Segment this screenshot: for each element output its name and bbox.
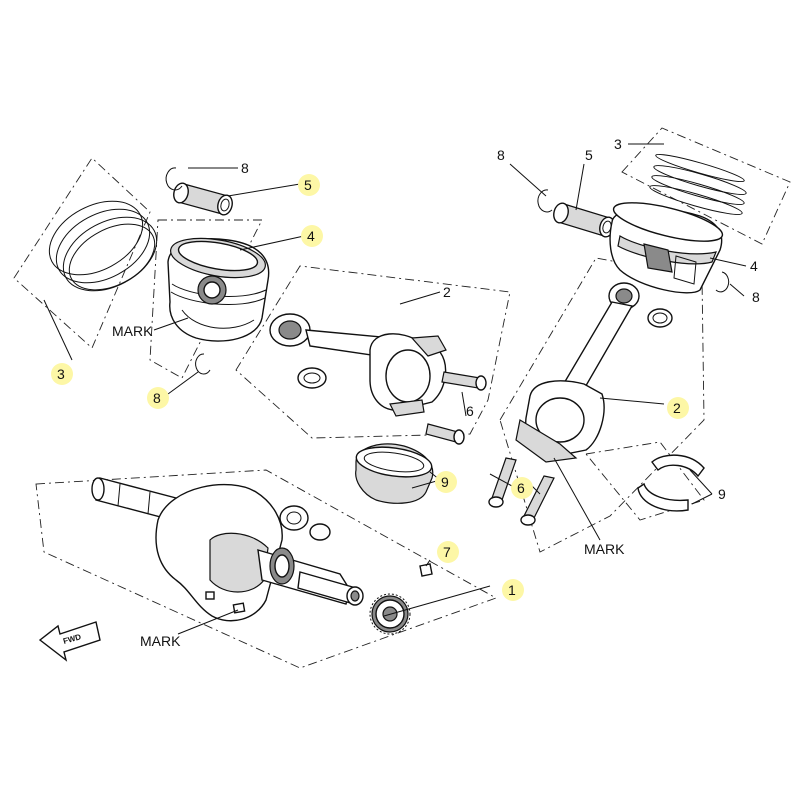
callout-right-piston: 4 (750, 258, 758, 274)
mark-label-piston: MARK (112, 323, 153, 339)
callout-right-bolts: 6 (517, 480, 525, 496)
group-box-left-piston (149, 219, 263, 379)
right-piston-ring-set[interactable] (648, 151, 748, 219)
right-circlip-left[interactable] (537, 189, 553, 213)
highlight-left-clip (147, 387, 169, 409)
callout-key: 7 (443, 544, 451, 560)
highlight-left-rings (51, 363, 73, 385)
highlight-key (437, 541, 459, 563)
callout-right-bearing: 9 (718, 486, 726, 502)
crank-timing-sprocket (269, 547, 295, 585)
callout-left-clip-top: 8 (241, 160, 249, 176)
left-piston-pin[interactable] (172, 182, 235, 217)
highlight-crankshaft (502, 579, 524, 601)
right-connecting-rod[interactable] (515, 282, 640, 463)
right-circlip-right[interactable] (715, 271, 730, 293)
callout-right-clip-2: 8 (752, 289, 760, 305)
right-small-end-bushing[interactable] (647, 308, 673, 328)
group-box-mid-rod (235, 265, 511, 439)
highlight-left-pin (298, 174, 320, 196)
left-circlip-bottom[interactable] (195, 353, 211, 375)
callout-right-rings: 3 (614, 136, 622, 152)
left-circlip-top[interactable] (165, 167, 183, 191)
right-piston[interactable] (609, 195, 726, 294)
forward-arrow-icon: FWD (38, 621, 101, 662)
callout-mid-bearing: 9 (441, 474, 449, 490)
callout-crankshaft: 1 (508, 582, 516, 598)
callout-mid-rod: 2 (443, 284, 451, 300)
group-box-right-rings (621, 127, 791, 245)
mark-label-crank: MARK (140, 633, 181, 649)
callout-right-rod: 2 (673, 400, 681, 416)
left-piston[interactable] (167, 232, 270, 342)
callout-left-clip-bottom: 8 (153, 390, 161, 406)
crank-pin-bearing[interactable] (309, 523, 331, 541)
group-box-left-rings (13, 157, 151, 349)
right-rod-bearing-shells[interactable] (637, 454, 705, 512)
right-rod-bolts[interactable] (488, 457, 555, 526)
group-box-right-bearing (585, 441, 705, 521)
left-piston-ring-set[interactable] (37, 186, 169, 305)
callout-left-rings: 3 (57, 366, 65, 382)
crank-drive-gear[interactable] (369, 593, 411, 635)
highlight-right-rod (667, 397, 689, 419)
mark-label-rod: MARK (584, 541, 625, 557)
highlight-right-bolts (511, 477, 533, 499)
group-box-right-rod (499, 257, 705, 553)
callout-left-piston: 4 (307, 228, 315, 244)
callout-right-pin: 5 (585, 147, 593, 163)
highlight-mid-bearing (435, 471, 457, 493)
callout-right-clip: 8 (497, 147, 505, 163)
right-piston-pin[interactable] (552, 202, 617, 239)
group-box-crank (35, 469, 498, 669)
crankshaft[interactable] (91, 477, 364, 622)
mid-rod-bolts[interactable] (425, 371, 487, 445)
callout-mid-bolt: 6 (466, 403, 474, 419)
callout-left-pin: 5 (304, 177, 312, 193)
mid-connecting-rod[interactable] (269, 313, 447, 417)
highlight-left-piston (301, 225, 323, 247)
mid-small-end-bushing[interactable] (297, 367, 327, 389)
mid-rod-bearing-shells[interactable] (354, 443, 434, 504)
